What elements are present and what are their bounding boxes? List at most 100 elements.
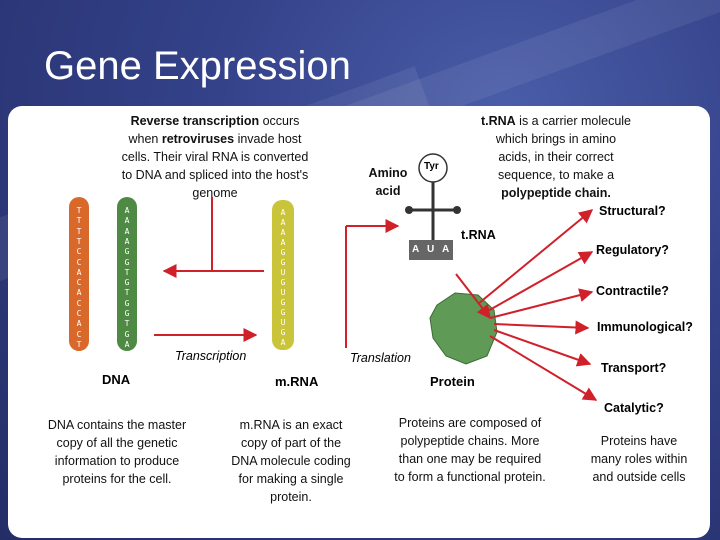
- rt-text-line: cells. Their viral RNA is converted: [121, 150, 309, 164]
- dna-right-base: G: [124, 329, 130, 339]
- desc-line: copy of all the genetic: [56, 436, 178, 450]
- dna-left-base: T: [76, 226, 82, 236]
- dna-right-base: G: [124, 257, 130, 267]
- dna-helix: [69, 197, 137, 351]
- desc-line: copy of part of the: [240, 436, 342, 450]
- anticodon-a2: A: [442, 244, 450, 255]
- tyr-label: Tyr: [424, 161, 439, 172]
- desc-line: Proteins have: [600, 434, 678, 448]
- anticodon-u: U: [427, 244, 435, 255]
- amino-acid-label: Amino acid: [360, 164, 416, 200]
- rt-text-part: when: [128, 132, 162, 146]
- dna-right-base: A: [124, 339, 130, 349]
- mrna-base: A: [280, 208, 286, 217]
- protein-blob: [429, 292, 498, 365]
- dna-right-base: A: [124, 206, 130, 215]
- trna-text-line: which brings in amino: [495, 132, 617, 146]
- dna-right-base: G: [124, 247, 130, 257]
- anticodon-a1: A: [412, 244, 420, 255]
- dna-left-base: A: [76, 267, 82, 277]
- trna-text-line: polypeptide chain.: [501, 186, 611, 200]
- dna-left-base: A: [76, 319, 82, 329]
- role-catalytic: Catalytic?: [604, 401, 664, 415]
- rt-bold-term: retroviruses: [161, 132, 235, 146]
- mrna-base: U: [280, 288, 286, 297]
- rt-text-part: invade host: [234, 132, 302, 146]
- mrna-base: U: [280, 318, 286, 327]
- dna-right-base: T: [124, 267, 130, 277]
- trna-label: t.RNA: [461, 228, 496, 242]
- process-arrows: [154, 197, 598, 401]
- role-contractile: Contractile?: [596, 284, 669, 298]
- trna-text-line: acids, in their correct: [498, 150, 614, 164]
- dna-left-base: C: [76, 257, 82, 267]
- dna-label: DNA: [102, 372, 131, 387]
- mrna-strand: [272, 200, 294, 350]
- mrna-base: A: [280, 228, 286, 237]
- mrna-base: A: [280, 338, 286, 347]
- dna-right-base: A: [124, 216, 130, 226]
- protein-description: Proteins are composed of polypeptide cha…: [382, 414, 558, 486]
- desc-line: protein.: [270, 490, 312, 504]
- desc-line: information to produce: [54, 454, 180, 468]
- mrna-description: m.RNA is an exact copy of part of the DN…: [218, 416, 364, 506]
- rt-text-part: occurs: [259, 114, 300, 128]
- roles-description: Proteins have many roles within and outs…: [578, 432, 700, 486]
- reverse-transcription-text: Reverse transcription occurs when retrov…: [108, 112, 322, 202]
- desc-line: many roles within: [590, 452, 688, 466]
- role-transport: Transport?: [601, 361, 667, 375]
- slide-title: Gene Expression: [44, 44, 351, 88]
- mrna-base: G: [280, 308, 286, 317]
- dna-right-base: G: [124, 278, 130, 288]
- desc-line: for making a single: [238, 472, 344, 486]
- protein-label: Protein: [430, 374, 475, 389]
- rt-text-line: genome: [192, 186, 238, 200]
- dna-right-base: G: [124, 298, 130, 308]
- mrna-base: G: [280, 258, 286, 267]
- dna-left-base: T: [76, 236, 82, 246]
- dna-right-base: G: [124, 309, 130, 318]
- dna-left-base: C: [76, 298, 82, 308]
- trna-text-line: sequence, to make a: [497, 168, 615, 182]
- mrna-base: U: [280, 268, 286, 277]
- role-regulatory: Regulatory?: [596, 243, 669, 257]
- transcription-label: Transcription: [175, 349, 247, 363]
- trna-text-part: is a carrier molecule: [515, 114, 632, 128]
- mrna-base: G: [280, 248, 286, 257]
- trna-molecule: [405, 153, 461, 260]
- dna-left-base: T: [76, 216, 82, 226]
- trna-bold-term: t.RNA: [480, 114, 516, 128]
- dna-left-base: C: [76, 247, 82, 257]
- mrna-base: G: [280, 278, 286, 287]
- acid-line: acid: [375, 184, 401, 198]
- dna-right-base: A: [124, 226, 130, 236]
- dna-right-base: T: [124, 319, 130, 329]
- amino-line: Amino: [368, 166, 408, 180]
- dna-left-base: T: [76, 339, 82, 349]
- desc-line: Proteins are composed of: [398, 416, 542, 430]
- dna-right-base: A: [124, 236, 130, 246]
- desc-line: to form a functional protein.: [394, 470, 546, 484]
- role-structural: Structural?: [599, 204, 666, 218]
- desc-line: m.RNA is an exact: [239, 418, 343, 432]
- role-immunological: Immunological?: [597, 320, 693, 334]
- desc-line: and outside cells: [592, 470, 686, 484]
- dna-left-base: A: [76, 288, 82, 298]
- mrna-base: A: [280, 218, 286, 227]
- trna-description-text: t.RNA is a carrier molecule which brings…: [458, 112, 654, 202]
- desc-line: polypeptide chains. More: [400, 434, 540, 448]
- rt-bold-term: Reverse transcription: [130, 114, 260, 128]
- mrna-base: G: [280, 298, 286, 307]
- translation-label: Translation: [350, 351, 411, 365]
- dna-left-base: T: [76, 206, 82, 215]
- mrna-label: m.RNA: [275, 374, 319, 389]
- mrna-base: A: [280, 238, 286, 247]
- dna-left-base: C: [76, 329, 82, 339]
- mrna-base: G: [280, 328, 286, 337]
- desc-line: proteins for the cell.: [62, 472, 172, 486]
- desc-line: than one may be required: [398, 452, 542, 466]
- dna-right-base: T: [124, 288, 130, 298]
- desc-line: DNA contains the master: [47, 418, 187, 432]
- dna-left-base: C: [76, 278, 82, 288]
